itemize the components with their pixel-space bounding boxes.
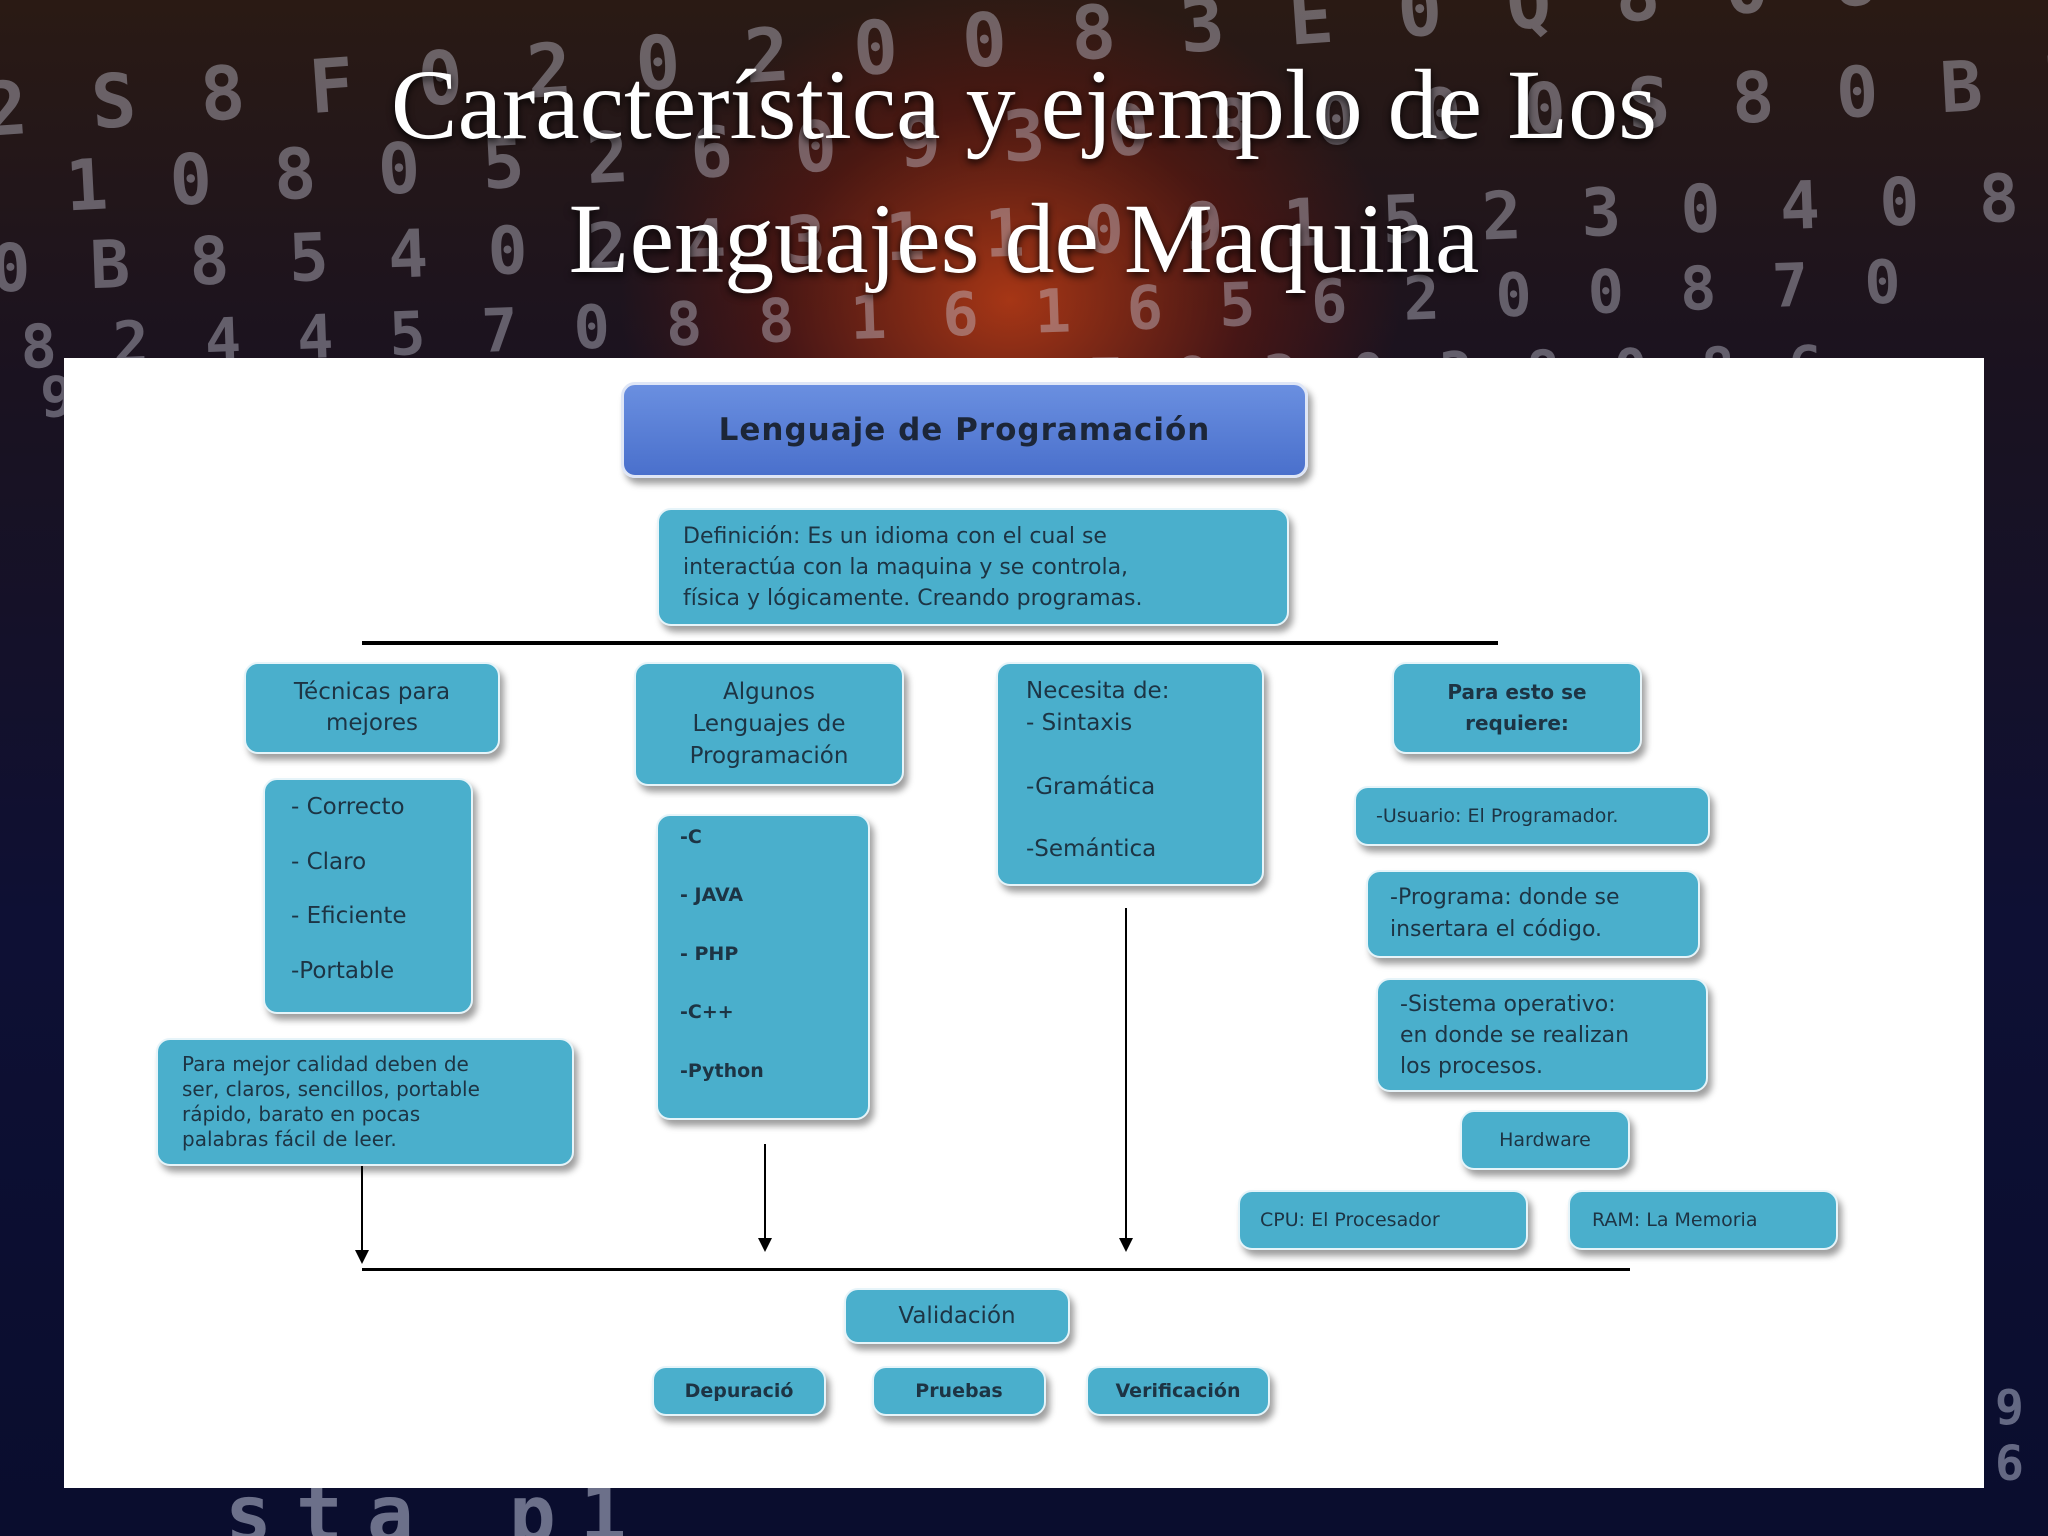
cpu-text: CPU: El Procesador xyxy=(1260,1209,1440,1231)
programa-node: -Programa: donde se insertara el código. xyxy=(1366,870,1700,958)
sistema-operativo-node: -Sistema operativo: en donde se realizan… xyxy=(1376,978,1708,1092)
calidad-note-node: Para mejor calidad deben de ser, claros,… xyxy=(156,1038,574,1166)
ram-text: RAM: La Memoria xyxy=(1592,1209,1758,1231)
lenguaje-item: - PHP xyxy=(680,942,739,965)
usuario-node: -Usuario: El Programador. xyxy=(1354,786,1710,846)
arrow-head-tecnicas xyxy=(355,1250,369,1264)
usuario-text: -Usuario: El Programador. xyxy=(1376,805,1619,827)
requiere-label: Para esto se requiere: xyxy=(1447,680,1587,735)
definition-text: Definición: Es un idioma con el cual se … xyxy=(683,523,1143,611)
hardware-node: Hardware xyxy=(1460,1110,1630,1170)
arrow-line-necesita xyxy=(1125,908,1127,1240)
slide-title-line-2: Lenguajes de Maquina xyxy=(568,183,1480,294)
root-node: Lenguaje de Programación xyxy=(621,382,1308,478)
lenguajes-label: Algunos Lenguajes de Programación xyxy=(689,679,849,769)
arrow-head-lenguajes xyxy=(758,1238,772,1252)
tecnicas-list: - Correcto - Claro - Eficiente -Portable xyxy=(263,778,473,1014)
tecnicas-label: Técnicas para mejores xyxy=(293,679,451,736)
calidad-note-text: Para mejor calidad deben de ser, claros,… xyxy=(182,1052,480,1151)
necesita-item: - Sintaxis xyxy=(1026,710,1133,736)
pruebas-text: Pruebas xyxy=(915,1380,1003,1402)
necesita-item: -Gramática xyxy=(1026,774,1156,800)
lenguaje-item: -C xyxy=(680,826,702,848)
depuracion-node: Depuració xyxy=(652,1366,826,1416)
hardware-text: Hardware xyxy=(1499,1129,1591,1151)
lenguaje-item: -C++ xyxy=(680,1001,734,1024)
top-connector-line xyxy=(362,641,1498,645)
tecnicas-item: -Portable xyxy=(291,957,395,984)
lenguajes-node: Algunos Lenguajes de Programación xyxy=(634,662,904,786)
diagram-panel: Lenguaje de Programación Definición: Es … xyxy=(64,358,1984,1488)
bottom-connector-line xyxy=(362,1268,1630,1271)
verificacion-text: Verificación xyxy=(1115,1380,1241,1402)
tecnicas-item: - Correcto xyxy=(291,794,405,820)
cpu-node: CPU: El Procesador xyxy=(1238,1190,1528,1250)
programa-text: -Programa: donde se insertara el código. xyxy=(1390,885,1620,942)
lenguaje-item: - JAVA xyxy=(680,884,744,907)
arrow-line-tecnicas xyxy=(361,1166,363,1252)
slide-title: Característica y ejemplo de Los Lenguaje… xyxy=(0,38,2048,306)
tecnicas-item: - Eficiente xyxy=(291,903,407,929)
lenguaje-item: -Python xyxy=(680,1059,764,1082)
background-right-text: 9 6 xyxy=(1995,1380,2028,1492)
depuracion-text: Depuració xyxy=(684,1380,794,1402)
slide-title-line-1: Característica y ejemplo de Los xyxy=(390,49,1658,160)
definition-node: Definición: Es un idioma con el cual se … xyxy=(657,508,1289,626)
tecnicas-item: - Claro xyxy=(291,848,367,875)
verificacion-node: Verificación xyxy=(1086,1366,1270,1416)
lenguajes-list: -C - JAVA - PHP -C++ -Python xyxy=(656,814,870,1120)
necesita-node: Necesita de: - Sintaxis -Gramática -Semá… xyxy=(996,662,1264,886)
tecnicas-node: Técnicas para mejores xyxy=(244,662,500,754)
validacion-text: Validación xyxy=(898,1303,1016,1329)
requiere-node: Para esto se requiere: xyxy=(1392,662,1642,754)
pruebas-node: Pruebas xyxy=(872,1366,1046,1416)
necesita-item: -Semántica xyxy=(1026,836,1157,862)
root-node-label: Lenguaje de Programación xyxy=(718,412,1211,448)
sistema-operativo-text: -Sistema operativo: en donde se realizan… xyxy=(1400,991,1630,1079)
arrow-head-necesita xyxy=(1119,1238,1133,1252)
validacion-node: Validación xyxy=(844,1288,1070,1344)
ram-node: RAM: La Memoria xyxy=(1568,1190,1838,1250)
necesita-label: Necesita de: xyxy=(1026,678,1170,704)
arrow-line-lenguajes xyxy=(764,1144,766,1240)
